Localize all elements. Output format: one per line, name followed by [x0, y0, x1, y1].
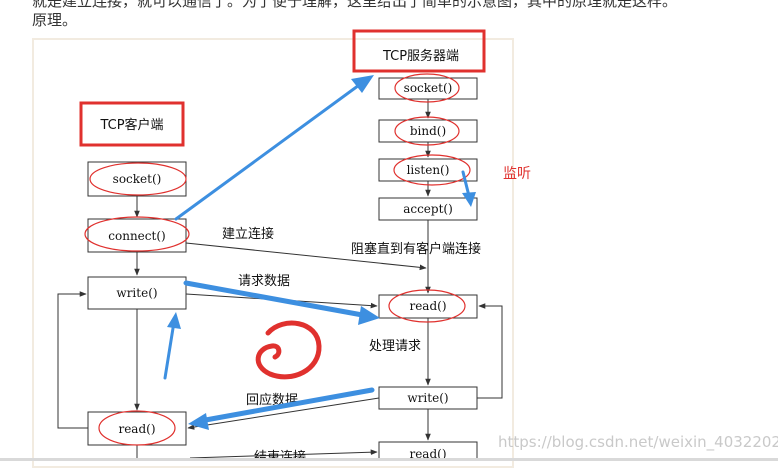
blue-arrowhead — [462, 192, 476, 207]
server-title: TCP服务器端 — [382, 48, 459, 64]
reply-arrow — [187, 397, 380, 430]
server-write-label: write() — [407, 391, 448, 405]
blue-arrowhead — [351, 75, 374, 93]
client-write-node — [87, 276, 187, 310]
blue-listen-arrow — [461, 170, 471, 198]
client-read-label: read() — [118, 422, 155, 436]
client-connect-label: connect() — [108, 229, 165, 243]
server-bind-highlight — [394, 116, 460, 146]
bottom-divider — [0, 458, 778, 461]
server-read-highlight — [388, 289, 466, 323]
client-read-highlight — [98, 410, 176, 446]
blue-request-arrow — [183, 280, 371, 319]
blue-arrow-to-server — [174, 78, 368, 221]
client-loop-arrow — [57, 291, 88, 429]
intro-text-line: 就是建立连接，就可以通信了。为了便于理解，这里给出了简单的示意图，其中的原理就是… — [32, 0, 678, 10]
blue-up-arrow — [163, 320, 176, 380]
client-title: TCP客户端 — [99, 117, 163, 133]
connect-to-accept-arrow — [185, 242, 427, 271]
listen-annotation: 监听 — [503, 166, 531, 182]
blue-arrowhead — [188, 413, 209, 430]
client-socket-highlight — [89, 162, 187, 196]
client-socket-label: socket() — [113, 172, 162, 186]
watermark-text: https://blog.csdn.net/weixin_40322020 — [498, 433, 778, 451]
server-socket-highlight — [394, 73, 460, 103]
server-read-label: read() — [409, 299, 446, 313]
client-connect-highlight — [84, 216, 190, 252]
server-listen-label: listen() — [407, 163, 450, 177]
intro-text-line-2: 原理。 — [32, 11, 78, 29]
blue-arrowhead — [358, 306, 380, 325]
server-read2-label: read() — [409, 447, 446, 461]
client-title-box — [79, 101, 185, 147]
server-socket-label: socket() — [404, 81, 453, 95]
label-block: 阻塞直到有客户端连接 — [351, 241, 481, 257]
client-read-node — [87, 411, 187, 446]
server-read2-node — [378, 441, 478, 461]
blue-arrowhead — [167, 312, 181, 329]
client-connect-node — [87, 218, 187, 253]
label-request: 请求数据 — [238, 274, 290, 289]
server-title-box — [352, 29, 486, 73]
blue-reply-arrow — [197, 387, 375, 424]
label-process: 处理请求 — [369, 339, 421, 354]
server-listen-highlight — [393, 154, 471, 186]
red-loop-scribble — [255, 320, 322, 380]
client-write-label: write() — [116, 286, 157, 300]
server-loop-arrow — [477, 303, 503, 399]
close-arrow — [189, 449, 378, 459]
server-bind-label: bind() — [410, 124, 446, 138]
server-accept-label: accept() — [403, 202, 453, 216]
label-establish: 建立连接 — [222, 226, 274, 242]
